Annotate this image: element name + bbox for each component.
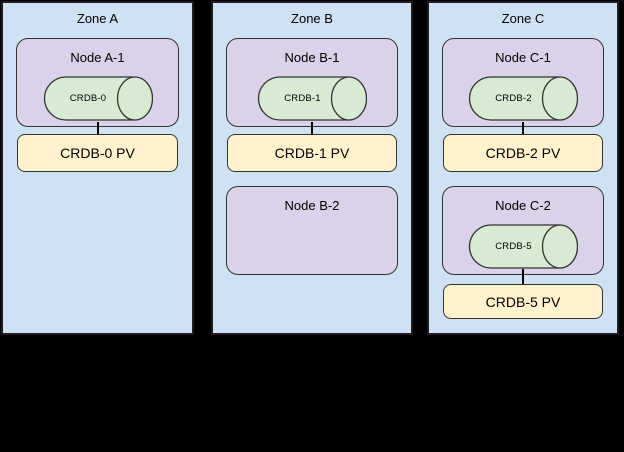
node-a-1-label: Node A-1 [70, 50, 125, 65]
crdb-0-cylinder: CRDB-0 [43, 76, 153, 121]
node-b-1-label: Node B-1 [284, 50, 340, 65]
node-a-1: Node A-1 CRDB-0 [16, 38, 179, 127]
connector-b1-pv [311, 122, 313, 135]
crdb-0-pv-box: CRDB-0 PV [17, 134, 178, 172]
zone-c: Zone C Node C-1 CRDB-2 CRDB-2 PV Node C-… [427, 1, 619, 335]
node-c-2: Node C-2 CRDB-5 [442, 186, 604, 275]
zone-c-label: Zone C [501, 11, 545, 26]
crdb-5-cylinder: CRDB-5 [468, 224, 578, 269]
crdb-1-label: CRDB-1 [284, 93, 321, 104]
node-b-1: Node B-1 CRDB-1 [226, 38, 398, 127]
crdb-0-label: CRDB-0 [69, 93, 107, 104]
crdb-1-pv-box: CRDB-1 PV [227, 134, 397, 172]
crdb-2-cylinder: CRDB-2 [468, 76, 578, 121]
crdb-5-label: CRDB-5 [495, 241, 532, 252]
zone-a-label: Zone A [76, 11, 119, 26]
node-c-2-label: Node C-2 [495, 198, 551, 213]
crdb-2-pv-box: CRDB-2 PV [443, 134, 603, 172]
cylinder-shape-icon [468, 76, 578, 121]
node-b-2-label: Node B-2 [284, 198, 340, 213]
cylinder-shape-icon [257, 76, 367, 121]
crdb-5-pv-box: CRDB-5 PV [443, 284, 603, 319]
cylinder-shape-icon [43, 76, 153, 121]
node-c-1-label: Node C-1 [495, 50, 551, 65]
crdb-1-cylinder: CRDB-1 [257, 76, 367, 121]
crdb-2-pv-label: CRDB-2 PV [485, 145, 561, 161]
node-c-1: Node C-1 CRDB-2 [442, 38, 604, 127]
zone-b: Zone B Node B-1 CRDB-1 CRDB-1 PV Node B-… [211, 1, 413, 335]
connector-c1-pv [522, 122, 524, 135]
crdb-5-pv-label: CRDB-5 PV [485, 293, 561, 310]
crdb-2-label: CRDB-2 [495, 93, 532, 104]
zone-a: Zone A Node A-1 CRDB-0 CRDB-0 PV [1, 1, 194, 335]
zone-b-label: Zone B [291, 11, 333, 26]
crdb-1-pv-label: CRDB-1 PV [274, 145, 350, 161]
crdb-0-pv-label: CRDB-0 PV [60, 145, 135, 161]
cylinder-shape-icon [468, 224, 578, 269]
node-b-2: Node B-2 [226, 186, 398, 275]
connector-c2-pv [522, 269, 524, 285]
connector-a1-pv [96, 122, 99, 135]
